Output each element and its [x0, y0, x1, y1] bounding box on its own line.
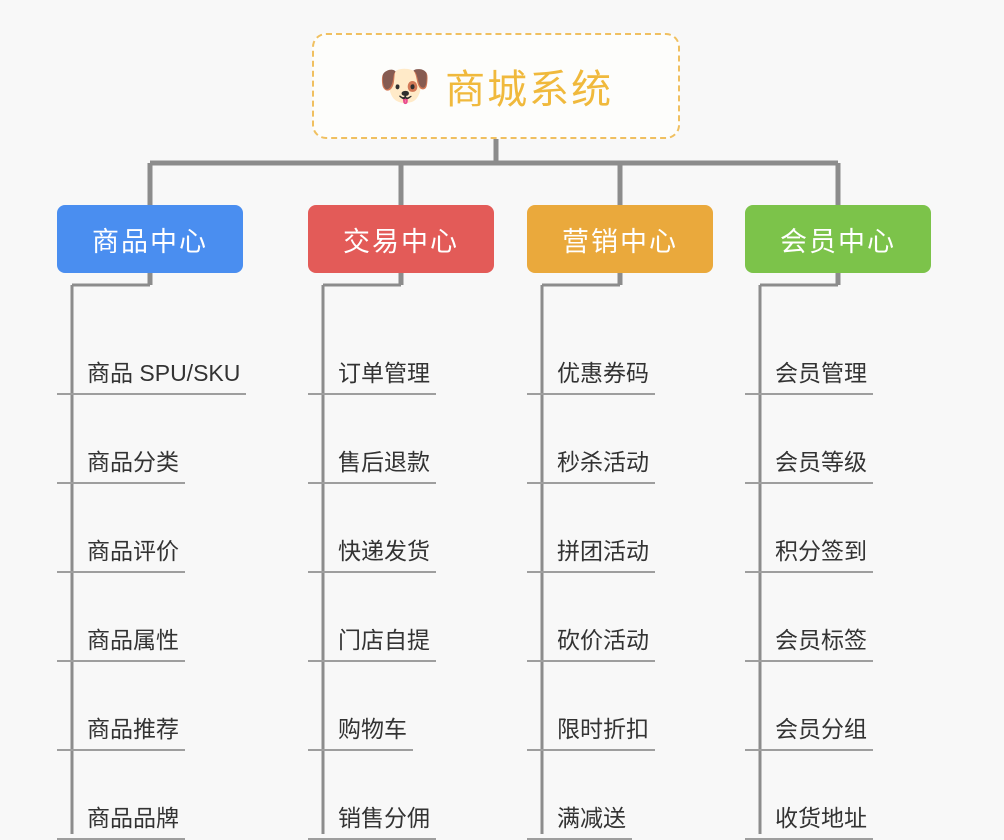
leaf-item[interactable]: 商品品牌 — [57, 751, 243, 840]
leaf-item-label: 优惠券码 — [527, 360, 655, 395]
leaf-item-label: 会员标签 — [745, 627, 873, 662]
leaf-item-label: 商品品牌 — [57, 805, 185, 840]
leaf-item[interactable]: 销售分佣 — [308, 751, 494, 840]
leaf-item[interactable]: 拼团活动 — [527, 484, 713, 573]
leaf-item[interactable]: 收货地址 — [745, 751, 931, 840]
leaf-item-label: 商品属性 — [57, 627, 185, 662]
leaf-item-label: 快递发货 — [308, 538, 436, 573]
leaf-item[interactable]: 商品评价 — [57, 484, 243, 573]
leaf-item-label: 收货地址 — [745, 805, 873, 840]
leaf-item[interactable]: 秒杀活动 — [527, 395, 713, 484]
leaf-item[interactable]: 砍价活动 — [527, 573, 713, 662]
leaf-item-label: 销售分佣 — [308, 805, 436, 840]
leaf-item[interactable]: 商品推荐 — [57, 662, 243, 751]
leaf-item-label: 秒杀活动 — [527, 449, 655, 484]
leaf-item-label: 商品分类 — [57, 449, 185, 484]
branch-column-3: 营销中心优惠券码秒杀活动拼团活动砍价活动限时折扣满减送 — [527, 205, 713, 840]
dog-face-icon: 🐶 — [378, 62, 432, 109]
leaf-item[interactable]: 购物车 — [308, 662, 494, 751]
leaf-list: 订单管理售后退款快递发货门店自提购物车销售分佣 — [308, 306, 494, 840]
category-box[interactable]: 交易中心 — [308, 205, 494, 273]
leaf-item-label: 拼团活动 — [527, 538, 655, 573]
root-node[interactable]: 🐶 商城系统 — [312, 33, 680, 139]
leaf-item-label: 门店自提 — [308, 627, 436, 662]
leaf-item[interactable]: 会员管理 — [745, 306, 931, 395]
leaf-item[interactable]: 快递发货 — [308, 484, 494, 573]
leaf-item[interactable]: 商品 SPU/SKU — [57, 306, 247, 395]
category-box[interactable]: 会员中心 — [745, 205, 931, 273]
leaf-list: 优惠券码秒杀活动拼团活动砍价活动限时折扣满减送 — [527, 306, 713, 840]
branch-column-2: 交易中心订单管理售后退款快递发货门店自提购物车销售分佣 — [308, 205, 494, 840]
leaf-item-label: 积分签到 — [745, 538, 873, 573]
leaf-item[interactable]: 商品分类 — [57, 395, 243, 484]
leaf-item-label: 购物车 — [308, 716, 413, 751]
category-box[interactable]: 商品中心 — [57, 205, 243, 273]
leaf-item[interactable]: 门店自提 — [308, 573, 494, 662]
leaf-item-label: 售后退款 — [308, 449, 436, 484]
leaf-item-label: 满减送 — [527, 805, 632, 840]
leaf-item-label: 商品评价 — [57, 538, 185, 573]
leaf-item[interactable]: 满减送 — [527, 751, 713, 840]
leaf-item[interactable]: 会员等级 — [745, 395, 931, 484]
leaf-item-label: 限时折扣 — [527, 716, 655, 751]
leaf-item-label: 商品 SPU/SKU — [57, 360, 247, 395]
leaf-item-label: 会员分组 — [745, 716, 873, 751]
leaf-item[interactable]: 商品属性 — [57, 573, 243, 662]
root-title: 商城系统 — [445, 68, 614, 112]
leaf-list: 商品 SPU/SKU 商品分类商品评价商品属性商品推荐商品品牌 — [57, 306, 247, 840]
branch-column-4: 会员中心会员管理会员等级积分签到会员标签会员分组收货地址 — [745, 205, 931, 840]
leaf-item[interactable]: 优惠券码 — [527, 306, 713, 395]
leaf-item[interactable]: 会员标签 — [745, 573, 931, 662]
leaf-item[interactable]: 积分签到 — [745, 484, 931, 573]
leaf-item-label: 会员等级 — [745, 449, 873, 484]
leaf-item-label: 商品推荐 — [57, 716, 185, 751]
leaf-item-label: 订单管理 — [308, 360, 436, 395]
leaf-item[interactable]: 售后退款 — [308, 395, 494, 484]
branch-column-1: 商品中心商品 SPU/SKU 商品分类商品评价商品属性商品推荐商品品牌 — [57, 205, 247, 840]
leaf-item[interactable]: 订单管理 — [308, 306, 494, 395]
leaf-item[interactable]: 限时折扣 — [527, 662, 713, 751]
leaf-item-label: 砍价活动 — [527, 627, 655, 662]
leaf-list: 会员管理会员等级积分签到会员标签会员分组收货地址 — [745, 306, 931, 840]
category-box[interactable]: 营销中心 — [527, 205, 713, 273]
leaf-item[interactable]: 会员分组 — [745, 662, 931, 751]
leaf-item-label: 会员管理 — [745, 360, 873, 395]
